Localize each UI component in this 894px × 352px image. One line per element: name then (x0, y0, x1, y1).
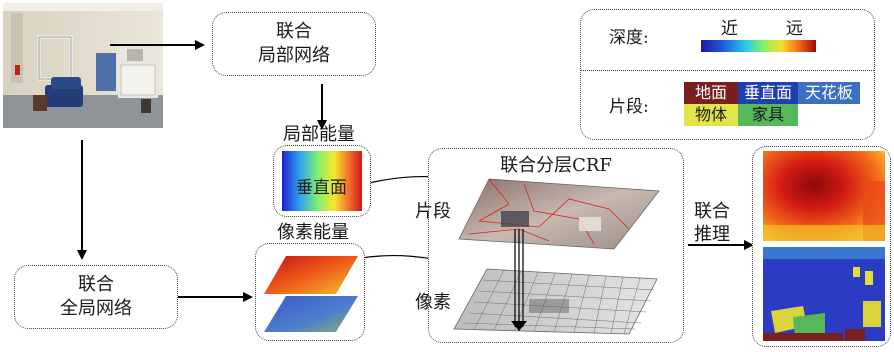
global-net-line1: 联合 (78, 274, 114, 295)
joint-hierarchical-crf-box: 联合分层CRF (415, 148, 684, 343)
legend-chip-ceiling: 天花板 (798, 82, 860, 104)
legend-segment-label: 片段: (609, 97, 649, 117)
inference-line2: 推理 (694, 224, 730, 245)
legend-divider (581, 70, 874, 71)
local-energy-class-label: 垂直面 (296, 178, 347, 198)
joint-local-network-box: 联合 局部网络 (212, 12, 376, 76)
pixel-layer-plane (453, 268, 658, 335)
legend-chip-object: 物体 (684, 104, 738, 126)
global-net-line2: 全局网络 (60, 298, 132, 319)
legend-depth-label: 深度: (609, 28, 649, 48)
local-net-line2: 局部网络 (258, 45, 330, 66)
output-results-box (752, 146, 891, 347)
crf-layers (453, 178, 660, 335)
depth-map (763, 151, 885, 241)
legend-box: 深度: 近 远 片段: 地面 垂直面 天花板 物体 家具 (580, 9, 875, 140)
legend-chip-vertical: 垂直面 (738, 82, 798, 104)
pixel-energy-title: 像素能量 (277, 222, 349, 243)
pixel-energy-planes (264, 256, 358, 332)
local-energy-box: 垂直面 (273, 145, 371, 217)
crf-segment-label: 片段 (415, 201, 451, 222)
legend-chip-floor: 地面 (684, 82, 738, 104)
output-images (763, 151, 885, 341)
legend-far-label: 远 (786, 19, 803, 39)
input-photo (3, 3, 163, 128)
local-net-line1: 联合 (276, 21, 312, 42)
local-energy-heatmap (282, 151, 362, 211)
inference-line1: 联合 (694, 201, 730, 222)
legend-near-label: 近 (721, 19, 738, 39)
legend-chip-furniture: 家具 (738, 104, 798, 126)
crf-pixel-label: 像素 (415, 292, 451, 313)
pixel-energy-box (255, 243, 365, 341)
depth-colorbar (701, 40, 816, 52)
crf-title: 联合分层CRF (500, 155, 612, 176)
segmentation-map (763, 247, 885, 341)
segment-layer-plane (458, 178, 660, 250)
joint-global-network-box: 联合 全局网络 (14, 265, 178, 329)
local-energy-title: 局部能量 (283, 124, 355, 145)
